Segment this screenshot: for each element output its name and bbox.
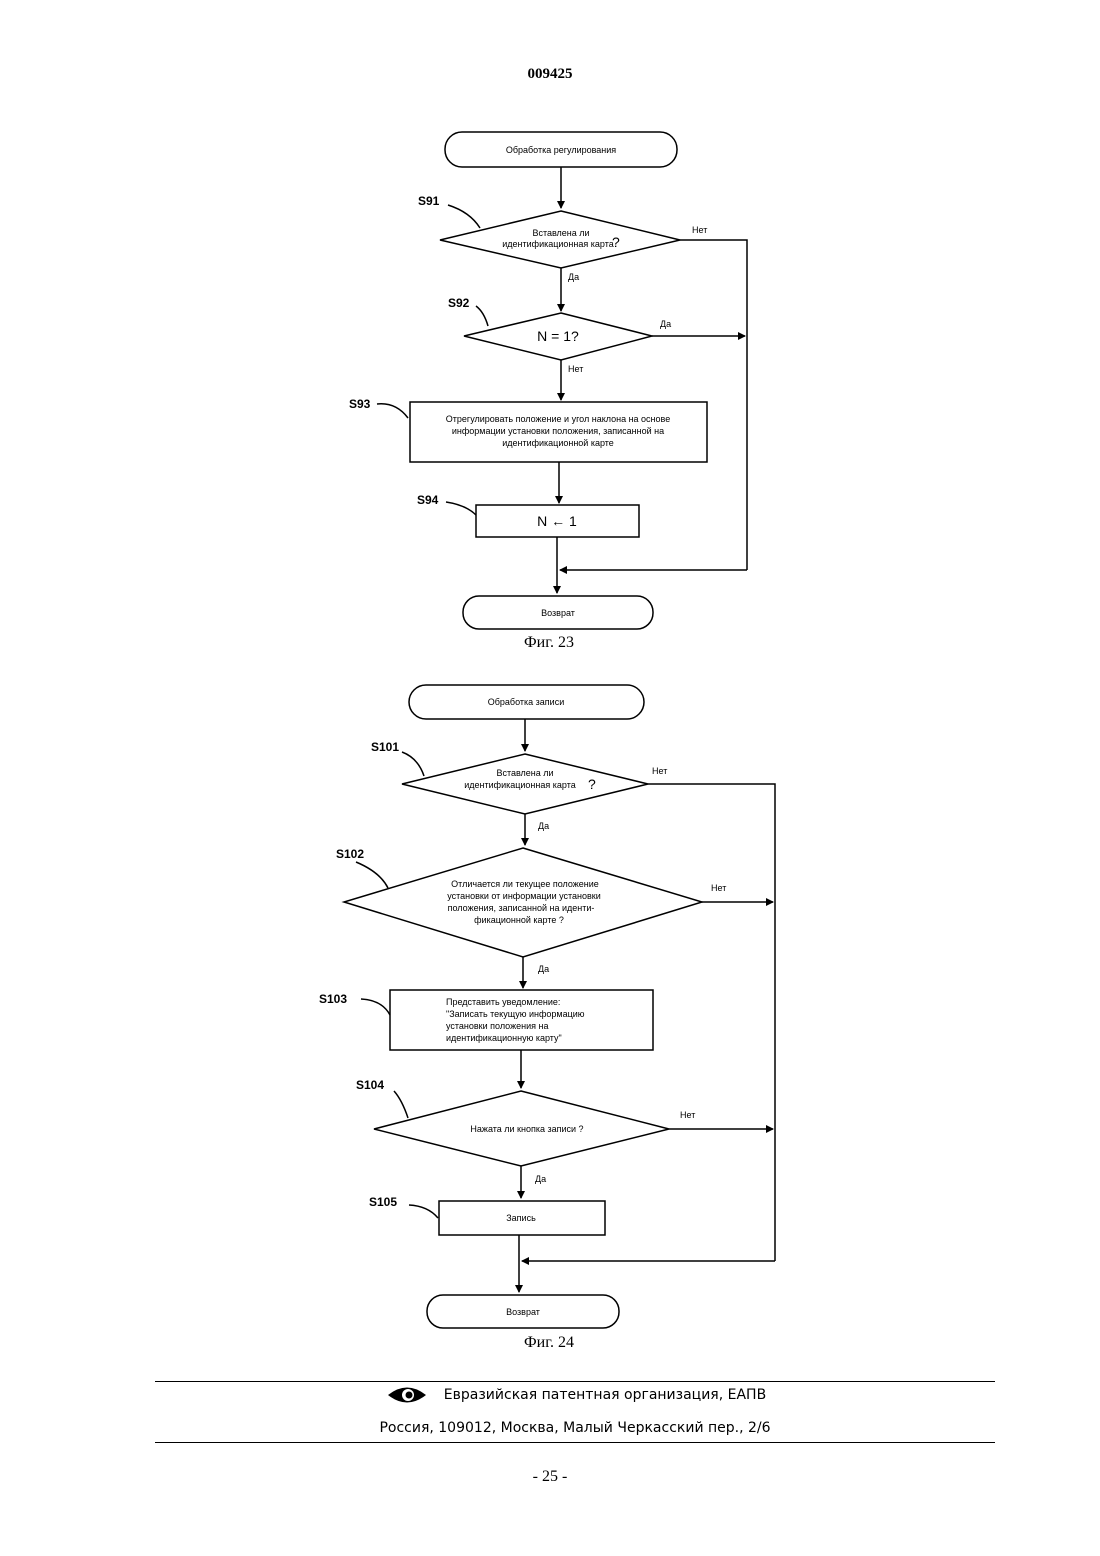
fig24-s101-line1: Вставлена ли: [496, 768, 553, 778]
footer-org: Евразийская патентная организация, ЕАПВ: [155, 1387, 995, 1403]
fig24-s102-step: S102: [336, 847, 364, 861]
fig23-s92-yes: Да: [660, 319, 671, 329]
fig23-s91-line1: Вставлена ли: [532, 228, 589, 238]
fig23-s94-text: N ← 1: [537, 513, 577, 529]
fig23-s92-no: Нет: [568, 364, 583, 374]
fig24-s101-no: Нет: [652, 766, 667, 776]
fig23-end-label: Возврат: [541, 608, 575, 618]
fig24-end-label: Возврат: [506, 1307, 540, 1317]
fig23-s91-step: S91: [418, 194, 440, 208]
footer-address: Россия, 109012, Москва, Малый Черкасский…: [155, 1420, 995, 1436]
footer-bottom-rule: [155, 1442, 995, 1443]
fig24-s102-line1: Отличается ли текущее положение: [451, 879, 599, 889]
fig24-s103-step: S103: [319, 992, 347, 1006]
fig24-s104-no: Нет: [680, 1110, 695, 1120]
fig24-s105-step: S105: [369, 1195, 397, 1209]
fig23-s91-line2: идентификационная карта: [502, 239, 613, 249]
fig24-s103-line2: "Записать текущую информацию: [446, 1009, 585, 1019]
fig24-caption: Фиг. 24: [449, 1334, 649, 1352]
fig24-s102-yes: Да: [538, 964, 549, 974]
fig24-s102-line3: положения, записанной на иденти-: [448, 903, 595, 913]
fig23-caption: Фиг. 23: [449, 634, 649, 652]
fig24-s102-no: Нет: [711, 883, 726, 893]
fig24-s101-yes: Да: [538, 821, 549, 831]
fig23-s93-line2: информации установки положения, записанн…: [452, 426, 664, 436]
fig23-s93-step: S93: [349, 397, 371, 411]
fig24-s103-line4: идентификационную карту": [446, 1033, 562, 1043]
fig24-s102-line4: фикационной карте ?: [474, 915, 564, 925]
fig24-s104-yes: Да: [535, 1174, 546, 1184]
fig24-s101-line2: идентификационная карта: [464, 780, 575, 790]
fig24-s103-line3: установки положения на: [446, 1021, 548, 1031]
fig23-start-label: Обработка регулирования: [506, 145, 616, 155]
fig23-s91-no: Нет: [692, 225, 707, 235]
page-number: - 25 -: [0, 1468, 1100, 1486]
fig24-s101-step: S101: [371, 740, 399, 754]
fig24-s104-text: Нажата ли кнопка записи ?: [470, 1124, 583, 1134]
fig23-s92-step: S92: [448, 296, 470, 310]
fig24-s104-step: S104: [356, 1078, 384, 1092]
fig24-s101-question: ?: [588, 776, 596, 792]
fig23-labels: Обработка регулирования S91 Вставлена ли…: [349, 145, 707, 618]
fig24-s102-line2: установки от информации установки: [447, 891, 601, 901]
footer-top-rule: [155, 1381, 995, 1382]
fig23-s93-line3: идентификационной карте: [502, 438, 614, 448]
fig24-s103-line1: Представить уведомление:: [446, 997, 560, 1007]
fig23-s94-step: S94: [417, 493, 439, 507]
fig23-s91-yes: Да: [568, 272, 579, 282]
fig23-s91-question: ?: [612, 234, 620, 250]
fig23-s93-line1: Отрегулировать положение и угол наклона …: [446, 414, 670, 424]
fig23-s92-text: N = 1?: [537, 328, 579, 344]
fig24-start-label: Обработка записи: [488, 697, 564, 707]
fig24-s105-text: Запись: [506, 1213, 536, 1223]
